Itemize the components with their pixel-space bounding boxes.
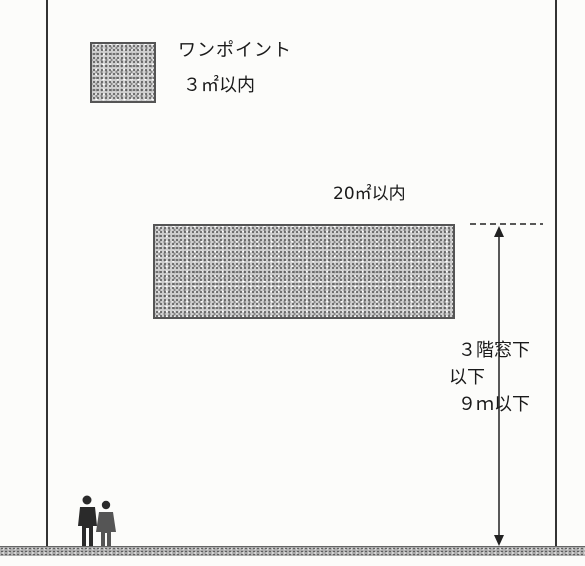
building-facade (46, 0, 557, 552)
large-area-label: 20㎡以内 (333, 184, 406, 204)
people-icon (78, 495, 116, 546)
one-point-label: ワンポイント (178, 40, 292, 61)
dimension-arrow-icon (494, 226, 504, 546)
height-limit-line3: ９ｍ以下 (458, 394, 530, 415)
large-sign-area (153, 224, 455, 319)
height-limit-line2: 以下 (449, 367, 485, 388)
small-sign-area (90, 42, 156, 103)
height-limit-line1: ３階窓下 (458, 340, 530, 361)
ground-line (0, 546, 585, 556)
small-area-label: ３㎡以内 (183, 75, 255, 96)
